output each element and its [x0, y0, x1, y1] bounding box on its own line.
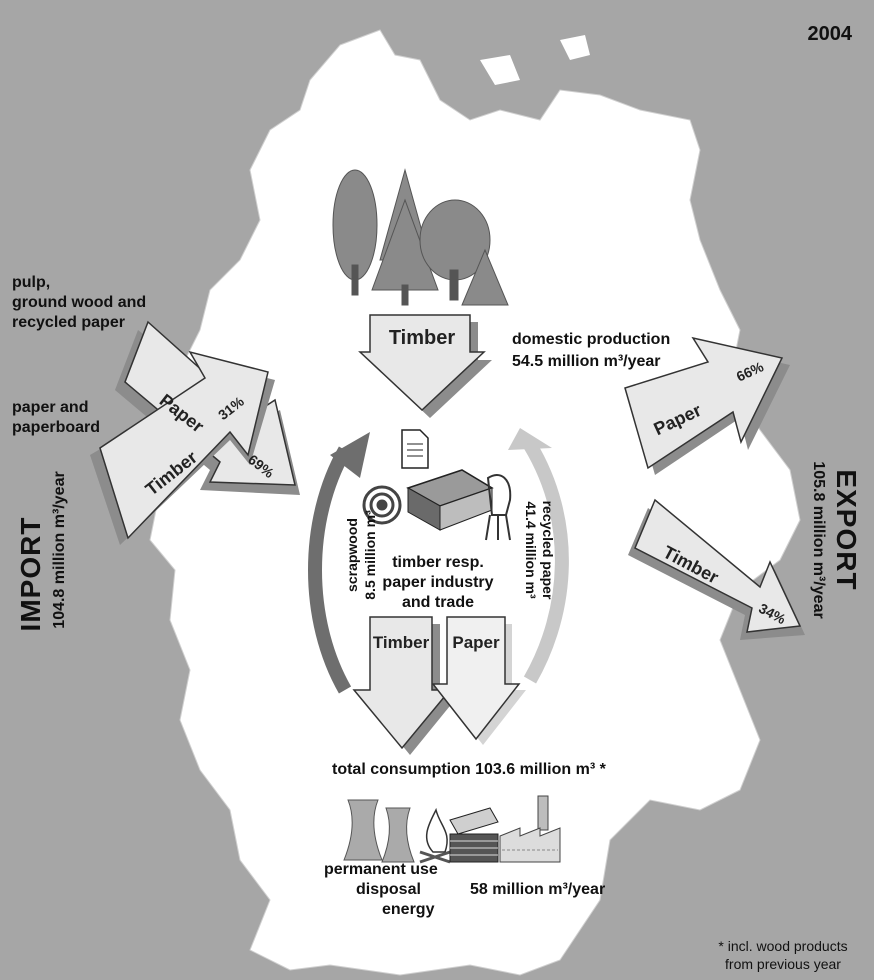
export-amount: 105.8 million m³/year: [810, 461, 827, 619]
cooling-towers-icon: [343, 799, 415, 863]
recycled-paper-arrow: [508, 428, 569, 684]
import-title: IMPORT: [15, 516, 46, 632]
export-timber-arrow: [628, 498, 805, 640]
warehouse-icon: [449, 807, 499, 863]
consumption-paper-label: Paper: [452, 633, 500, 652]
domestic-timber-label: Timber: [389, 327, 456, 349]
year-label: 2004: [807, 23, 853, 45]
factory-icon: [499, 795, 561, 863]
recycled-line2: 41.4 million m³: [523, 501, 539, 599]
domestic-timber-arrow: [358, 314, 492, 418]
pulp-label-line1: pulp,: [12, 274, 51, 291]
island: [560, 35, 590, 60]
industry-line2: paper industry: [382, 574, 494, 591]
chair-icon: [485, 473, 512, 541]
industry-line1: timber resp.: [392, 554, 484, 571]
pulp-label-line2: ground wood and: [12, 294, 147, 311]
pulp-label-line3: recycled paper: [12, 314, 125, 331]
footnote-line1: * incl. wood products: [718, 938, 848, 954]
import-timber-arrow: [90, 350, 275, 545]
consumption-timber-arrow: [352, 616, 458, 755]
domestic-production-line2: 54.5 million m³/year: [512, 353, 661, 370]
island: [480, 55, 520, 85]
uses-line3: energy: [382, 901, 435, 918]
uses-line1: permanent use: [324, 861, 438, 878]
uses-amount: 58 million m³/year: [470, 881, 606, 898]
trees-icon: [332, 168, 509, 306]
target-icon: [362, 485, 402, 525]
uses-line2: disposal: [356, 881, 421, 898]
consumption-timber-label: Timber: [373, 633, 430, 652]
paperboard-label-line2: paperboard: [12, 419, 101, 436]
domestic-production-line1: domestic production: [512, 331, 671, 348]
export-title: EXPORT: [831, 469, 862, 591]
scrapwood-arrow: [308, 432, 370, 694]
total-consumption: total consumption 103.6 million m³ *: [332, 761, 606, 778]
import-amount: 104.8 million m³/year: [51, 471, 68, 629]
export-paper-arrow: [624, 336, 790, 475]
document-icon: [401, 429, 429, 469]
paperboard-label-line1: paper and: [12, 399, 89, 416]
fire-icon: [419, 807, 451, 864]
desk-icon: [406, 469, 494, 531]
consumption-paper-arrow: [431, 616, 526, 745]
scrapwood-line1: scrapwood: [344, 518, 360, 592]
footnote-line2: from previous year: [725, 956, 841, 972]
recycled-line1: recycled paper: [540, 500, 556, 600]
industry-line3: and trade: [401, 594, 474, 611]
